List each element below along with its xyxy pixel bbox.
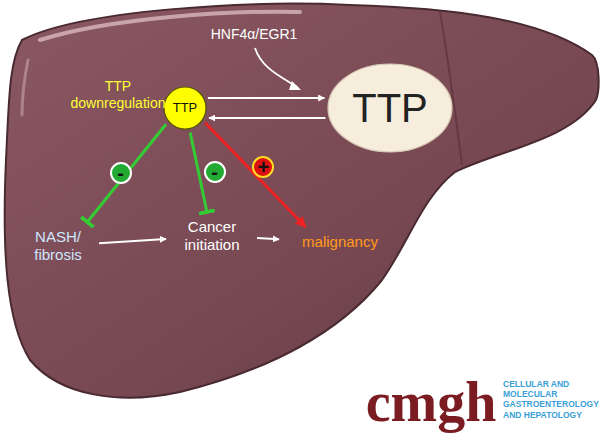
cancer-initiation-text: Cancer initiation bbox=[170, 216, 254, 256]
node-text: NASH/ fibrosis bbox=[22, 228, 94, 264]
journal-logo: cmgh bbox=[356, 374, 506, 430]
arrow-line bbox=[99, 239, 166, 243]
inhibition-line bbox=[87, 124, 166, 222]
ttp-large-ellipse: TTP bbox=[327, 63, 453, 153]
sign-badge: - bbox=[204, 161, 226, 183]
node-text: TTP bbox=[173, 100, 198, 116]
sign-badge: - bbox=[110, 162, 132, 184]
arrow-head bbox=[289, 81, 301, 90]
liver-highlight bbox=[22, 60, 28, 115]
arrow-line bbox=[209, 117, 325, 119]
arrow-line bbox=[257, 238, 279, 239]
node-text: TTP bbox=[352, 84, 428, 132]
regulation-arrow bbox=[255, 48, 298, 88]
downregulation-label: TTP downregulation bbox=[62, 78, 174, 112]
liver-outline bbox=[5, 4, 599, 398]
node-text: malignancy bbox=[285, 233, 395, 251]
ttp-small-circle: TTP bbox=[163, 86, 207, 130]
nash-fibrosis-text: NASH/ fibrosis bbox=[20, 226, 96, 266]
regulator-label: HNF4α/EGR1 bbox=[198, 26, 310, 43]
arrow-line bbox=[208, 97, 324, 99]
node-text: Cancer initiation bbox=[172, 218, 252, 254]
malignancy-text: malignancy bbox=[283, 231, 397, 253]
journal-name: CELLULAR AND MOLECULAR GASTROENTEROLOGY … bbox=[503, 379, 599, 420]
